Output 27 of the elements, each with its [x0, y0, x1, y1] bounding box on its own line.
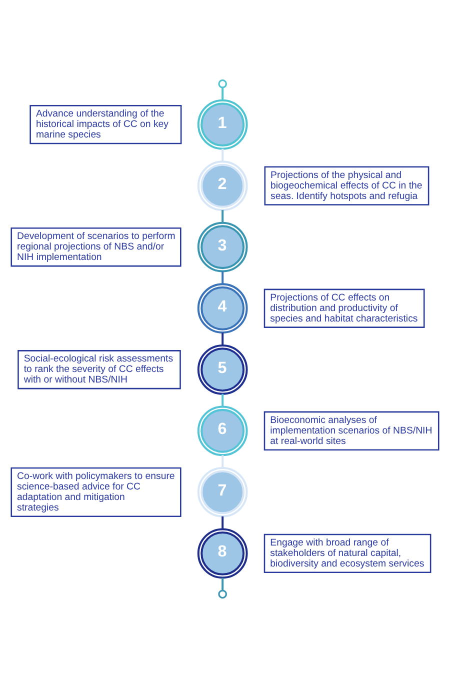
- node-box: Projections of the physical and biogeochemical effects of CC in the seas. Identify hotspots and refugia: [264, 166, 430, 206]
- node-circle: 7: [197, 466, 248, 518]
- node-circle: 2: [197, 160, 248, 212]
- node-circle: 6: [197, 406, 248, 456]
- node-circle: [218, 590, 228, 599]
- node-box: Advance understanding of the historical impacts of CC on key marine species: [30, 104, 182, 144]
- node-circle: 4: [197, 283, 248, 334]
- node-box: Engage with broad range of stakeholders of natural capital, biodiversity and ecosystem services: [264, 534, 432, 574]
- node-box: Co-work with policymakers to ensure science-based advice for CC adaptation and mitigation strategies: [10, 467, 182, 517]
- connector: [222, 88, 224, 100]
- connector: [222, 394, 224, 406]
- node-circle: 3: [197, 222, 248, 272]
- connector: [222, 271, 224, 284]
- node-circle: 1: [197, 99, 248, 150]
- connector: [222, 210, 224, 223]
- node-box: Projections of CC effects on distribution and productivity of species and habitat characteristics: [264, 288, 425, 328]
- node-box: Development of scenarios to perform regional projections of NBS and/or NIH implementation: [10, 228, 182, 267]
- connector: [222, 455, 224, 468]
- connector: [222, 516, 224, 529]
- connector: [222, 332, 224, 346]
- node-circle: 5: [197, 344, 248, 395]
- node-circle: [218, 79, 228, 88]
- connector: [222, 148, 224, 162]
- node-circle: 8: [197, 528, 248, 579]
- connector: [222, 578, 224, 590]
- node-box: Social-ecological risk assessments to rank the severity of CC effects with or without NBS/NIH: [18, 350, 181, 390]
- node-box: Bioeconomic analyses of implementation scenarios of NBS/NIH at real-world sites: [264, 411, 440, 450]
